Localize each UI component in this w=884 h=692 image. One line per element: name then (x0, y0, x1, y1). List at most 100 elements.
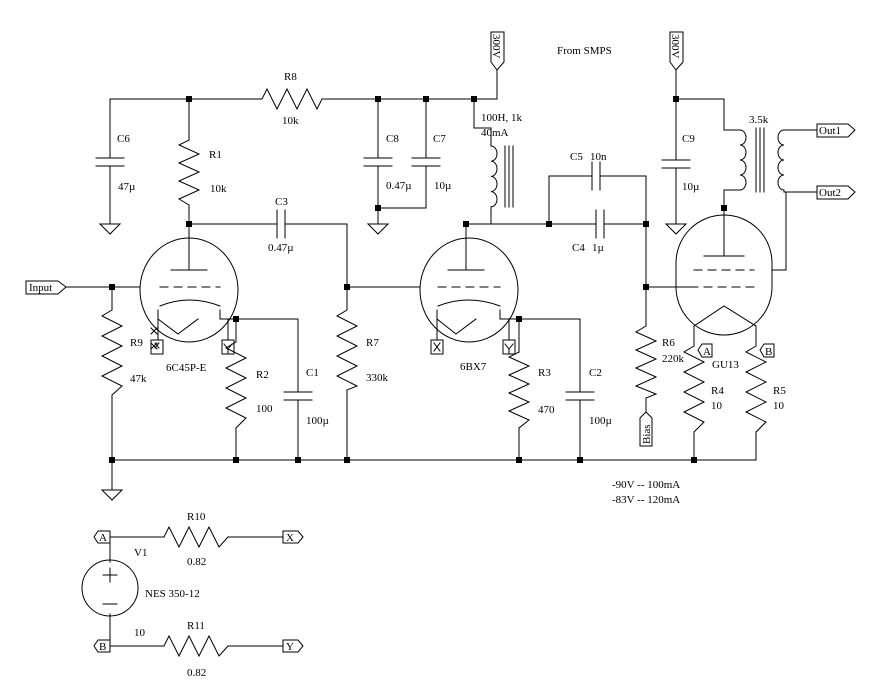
pin-x-label: X (286, 532, 294, 544)
resistor-r5 (744, 345, 768, 433)
resistor-r10 (163, 525, 229, 549)
resistor-r9 (100, 309, 124, 396)
capacitor-c8 (363, 157, 393, 171)
c9-value: 10µ (682, 181, 699, 193)
c3-value: 0.47µ (268, 242, 294, 254)
c9-ref: C9 (682, 133, 695, 145)
resistor-r7 (335, 309, 359, 391)
pin-x-flag: X (282, 530, 304, 544)
wires (65, 69, 818, 647)
tube2-type: 6BX7 (460, 361, 487, 373)
bias-note-2: -83V -- 120mA (612, 494, 680, 506)
capacitor-c7 (411, 157, 441, 171)
ground-symbol-c6 (98, 223, 122, 235)
out2-label: Out2 (819, 187, 841, 199)
resistor-r2 (224, 341, 248, 429)
v1-ref: V1 (134, 547, 147, 559)
r6-value: 220k (662, 353, 685, 365)
resistor-r3 (507, 351, 531, 429)
capacitor-c9 (661, 159, 691, 173)
c1-ref: C1 (306, 367, 319, 379)
resistor-r8 (261, 87, 323, 111)
transformer-value: 3.5k (749, 114, 769, 126)
r7-ref: R7 (366, 337, 379, 349)
r6-ref: R6 (662, 337, 675, 349)
bias-note-1: -90V -- 100mA (612, 479, 680, 491)
r1-value: 10k (210, 183, 227, 195)
r8-ref: R8 (284, 71, 297, 83)
capacitor-c3 (271, 209, 291, 239)
c4-ref: C4 (572, 242, 585, 254)
c5-value: 10n (590, 151, 607, 163)
tube3-type: GU13 (712, 359, 739, 371)
capacitor-c6 (95, 149, 125, 167)
capacitor-c2 (565, 389, 595, 403)
r10-value: 0.82 (187, 556, 206, 568)
supply-connector-2: 300V (669, 31, 684, 71)
pin-b-source-flag: B (93, 639, 111, 653)
choke-inductor (490, 145, 514, 208)
pin-b-tube-flag: B (759, 343, 775, 358)
ground-symbol-c8 (366, 223, 390, 235)
tube-6c45p-e (139, 237, 239, 355)
r3-ref: R3 (538, 367, 551, 379)
c6-ref: C6 (117, 133, 130, 145)
pin-b-source-label: B (99, 641, 106, 653)
input-label: Input (29, 282, 52, 294)
choke-value: 100H, 1k (481, 112, 522, 124)
pin-b-tube-label: B (765, 346, 772, 358)
c8-value: 0.47µ (386, 180, 412, 192)
component-labels: From SMPS R8 10k C6 47µ R1 10k C8 0.47µ … (117, 45, 786, 679)
out2-connector: Out2 (816, 185, 856, 200)
supply-connector-1: 300V (490, 31, 505, 71)
c2-value: 100µ (589, 415, 612, 427)
tube-gu13 (675, 214, 773, 336)
pin-a-tube-flag: A (697, 343, 713, 358)
r9-value: 47k (130, 373, 147, 385)
pin-y-label: Y (286, 641, 294, 653)
choke-current: 40mA (481, 127, 509, 139)
supply-label-1: 300V (490, 34, 502, 59)
r4-value: 10 (711, 400, 723, 412)
out1-label: Out1 (819, 125, 841, 137)
r2-value: 100 (256, 403, 273, 415)
r4-ref: R4 (711, 385, 724, 397)
c2-ref: C2 (589, 367, 602, 379)
pin-a-source-label: A (99, 532, 107, 544)
r9-ref: R9 (130, 337, 143, 349)
resistor-r1 (177, 139, 201, 206)
capacitor-c4 (595, 209, 605, 239)
supply-label-2: 300V (669, 34, 681, 59)
v1-value: 10 (134, 627, 146, 639)
c1-value: 100µ (306, 415, 329, 427)
r5-ref: R5 (773, 385, 786, 397)
voltage-source-v1 (81, 559, 139, 617)
out1-connector: Out1 (816, 123, 856, 138)
ground-symbol-main (100, 489, 124, 501)
c7-value: 10µ (434, 180, 451, 192)
r1-ref: R1 (209, 149, 222, 161)
resistor-r4 (682, 345, 706, 433)
from-smps-label: From SMPS (557, 45, 612, 57)
v1-type: NES 350-12 (145, 588, 200, 600)
r11-ref: R11 (187, 620, 205, 632)
c3-ref: C3 (275, 196, 288, 208)
tube1-type: 6C45P-E (166, 362, 207, 374)
output-transformer (739, 127, 785, 193)
bias-connector: Bias (639, 411, 653, 447)
resistor-r6 (634, 325, 658, 399)
capacitor-c1 (283, 387, 313, 402)
r8-value: 10k (282, 115, 299, 127)
r10-ref: R10 (187, 511, 206, 523)
r2-ref: R2 (256, 369, 269, 381)
capacitor-c5 (591, 161, 601, 191)
pin-a-tube-label: A (703, 346, 711, 358)
c8-ref: C8 (386, 133, 399, 145)
c7-ref: C7 (433, 133, 446, 145)
junctions (109, 96, 727, 463)
r3-value: 470 (538, 404, 555, 416)
bias-label: Bias (641, 424, 653, 444)
r11-value: 0.82 (187, 667, 206, 679)
resistor-r11 (163, 634, 229, 658)
ground-symbol-c9 (664, 223, 688, 235)
